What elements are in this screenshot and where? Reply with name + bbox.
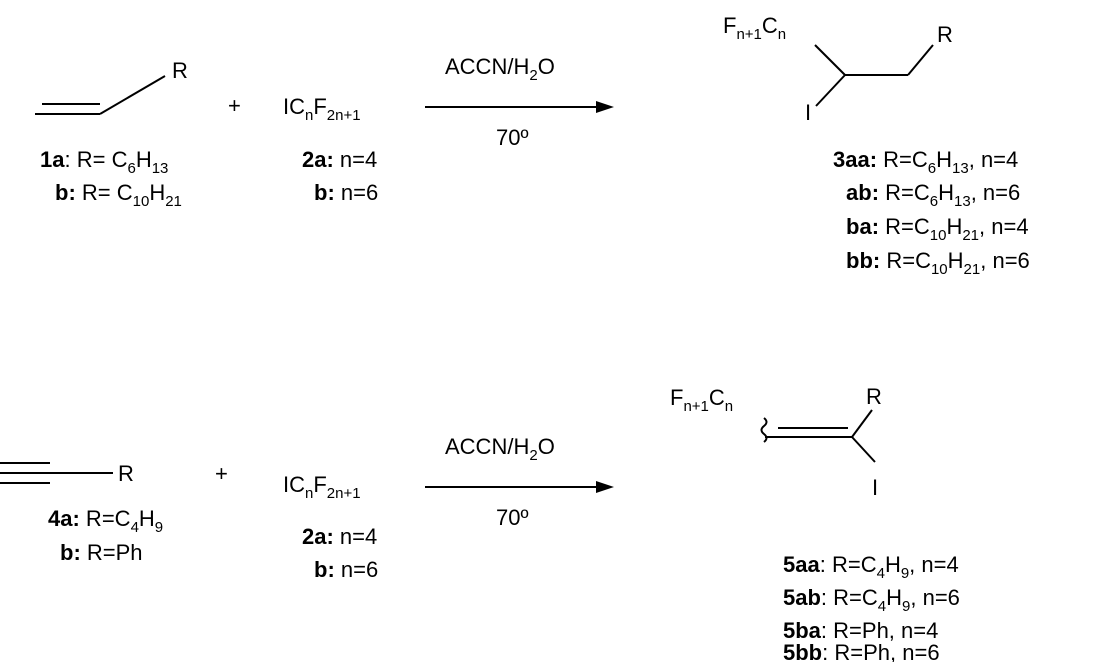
product-3-iodine: I bbox=[805, 100, 811, 125]
reactant-4b-label: b: R=Ph bbox=[60, 540, 143, 565]
reactant-1a-label: 1a: R= C6H13 bbox=[40, 147, 168, 177]
reaction-1: R 1a: R= C6H13 b: R= C10H21 + ICnF2n+1 2… bbox=[35, 13, 1030, 278]
product-3-bond-r bbox=[907, 44, 934, 76]
reagent-2a-label-2: 2a: n=4 bbox=[302, 524, 377, 549]
reaction-2: R 4a: R=C4H9 b: R=Ph + ICnF2n+1 2a: n=4 … bbox=[0, 384, 960, 662]
product-5-bond-i bbox=[851, 436, 876, 463]
reaction-arrow-1-head bbox=[596, 101, 614, 113]
alkyne-r-label: R bbox=[118, 461, 134, 486]
reagent-2b-label-2: b: n=6 bbox=[314, 557, 378, 582]
alkyne-structure bbox=[0, 462, 113, 484]
product-5bb-label: 5bb: R=Ph, n=6 bbox=[783, 640, 940, 662]
product-3aa-label: 3aa: R=C6H13, n=4 bbox=[833, 147, 1018, 177]
alkene-structure: R bbox=[35, 58, 188, 115]
conditions-bottom-2: 70º bbox=[496, 505, 529, 530]
product-5aa-label: 5aa: R=C4H9, n=4 bbox=[783, 552, 959, 582]
product-5-r-label: R bbox=[866, 384, 882, 409]
alkene-r-bond bbox=[99, 75, 166, 115]
product-3ab-label: ab: R=C6H13, n=6 bbox=[846, 180, 1020, 210]
product-3bb-label: bb: R=C10H21, n=6 bbox=[846, 248, 1030, 278]
product-5ba-label: 5ba: R=Ph, n=4 bbox=[783, 618, 938, 643]
reagent-2a-label: 2a: n=4 bbox=[302, 147, 377, 172]
product-5-iodine: I bbox=[872, 475, 878, 500]
reagent-formula-2: ICnF2n+1 bbox=[283, 472, 361, 502]
reagent-formula-1: ICnF2n+1 bbox=[283, 94, 361, 124]
alkene-r-label: R bbox=[172, 58, 188, 83]
product-3ba-label: ba: R=C10H21, n=4 bbox=[846, 214, 1029, 244]
product-3-r-label: R bbox=[937, 22, 953, 47]
reagent-2b-label: b: n=6 bbox=[314, 180, 378, 205]
product-5-bond-r bbox=[851, 409, 873, 438]
product-3-structure bbox=[814, 44, 934, 107]
product-5ab-label: 5ab: R=C4H9, n=6 bbox=[783, 585, 960, 615]
product-3-bond-rf bbox=[814, 44, 846, 76]
conditions-top-1: ACCN/H2O bbox=[445, 54, 555, 84]
plus-sign-1: + bbox=[228, 93, 241, 118]
product-3-perfluoro-group: Fn+1Cn bbox=[723, 13, 786, 43]
product-5-perfluoro-group: Fn+1Cn bbox=[670, 385, 733, 415]
conditions-bottom-1: 70º bbox=[496, 125, 529, 150]
product-5-structure bbox=[760, 409, 876, 463]
conditions-top-2: ACCN/H2O bbox=[445, 434, 555, 464]
reactant-1b-label: b: R= C10H21 bbox=[55, 180, 182, 210]
product-5-wavy-bond bbox=[760, 417, 768, 443]
reactant-4a-label: 4a: R=C4H9 bbox=[48, 506, 163, 536]
plus-sign-2: + bbox=[215, 461, 228, 486]
product-3-bond-ci bbox=[815, 74, 846, 107]
reaction-arrow-2-head bbox=[596, 481, 614, 493]
